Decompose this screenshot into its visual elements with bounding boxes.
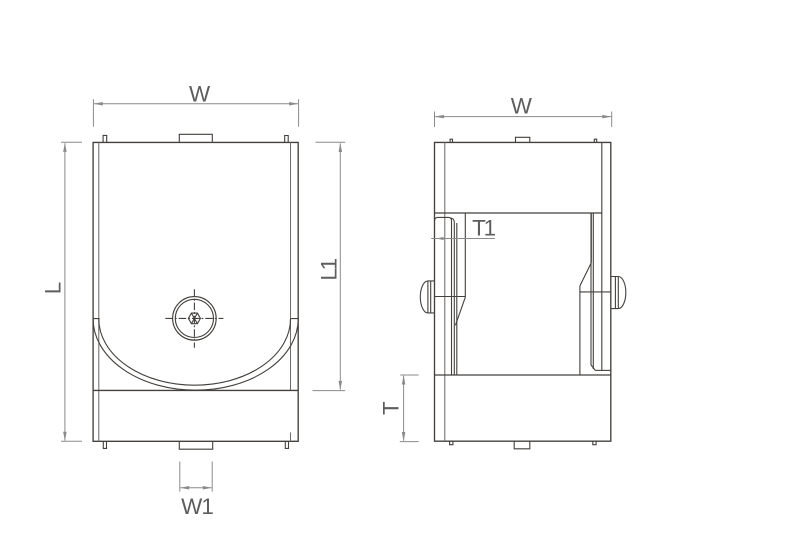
svg-text:W1: W1 (181, 494, 213, 519)
svg-text:W: W (189, 81, 211, 106)
svg-text:L1: L1 (317, 258, 342, 280)
svg-text:T: T (378, 401, 403, 415)
svg-text:T1: T1 (472, 215, 495, 240)
svg-text:W: W (511, 94, 533, 119)
svg-text:L: L (40, 282, 65, 294)
